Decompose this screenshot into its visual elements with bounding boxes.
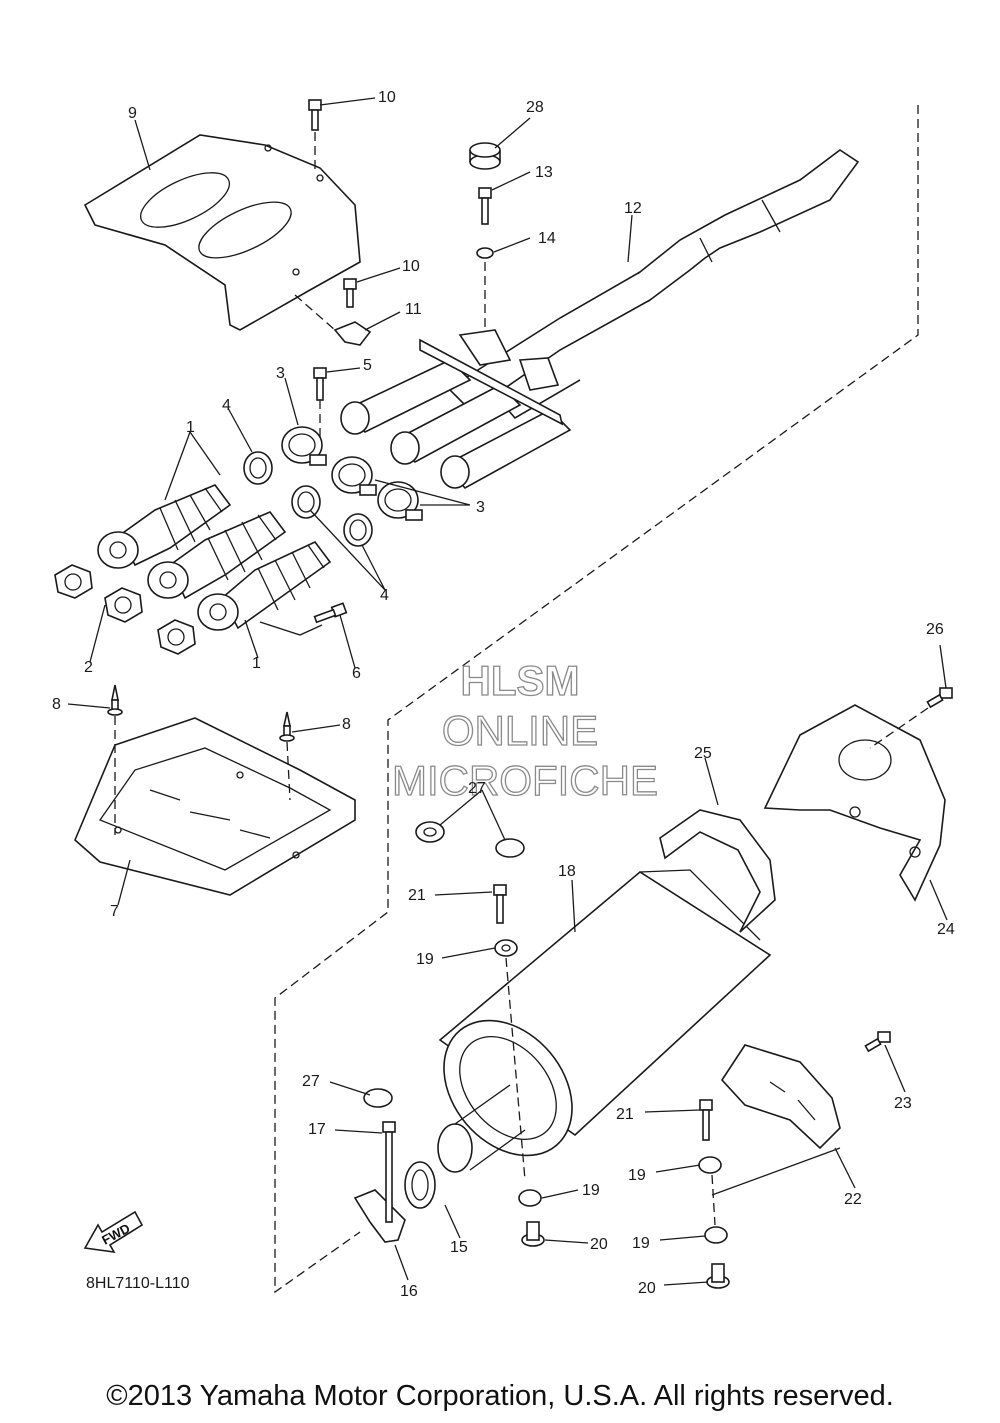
- muffler-cover-25: [659, 809, 776, 933]
- gasket-2-set: [54, 564, 196, 655]
- callout-10-upper: 10: [378, 89, 396, 106]
- callout-17: 17: [308, 1121, 326, 1138]
- exhaust-joint-1-a: [97, 484, 232, 569]
- cap-27-upper: [495, 838, 525, 858]
- collar-20-left: [521, 1221, 545, 1247]
- rivet-8-right: [279, 711, 295, 801]
- copyright-notice: ©2013 Yamaha Motor Corporation, U.S.A. A…: [106, 1380, 894, 1412]
- callout-23: 23: [894, 1095, 912, 1112]
- tail-pipe: [437, 1084, 526, 1173]
- damper-19-upper-left: [494, 939, 518, 957]
- callout-13: 13: [535, 164, 553, 181]
- damper-19-upper-right: [698, 1156, 722, 1174]
- forward-arrow-icon: FWD: [83, 1210, 144, 1254]
- callout-labels: 9 10 28 13 12 14 10 11 5 3 4 1 3 4 2 1 6…: [52, 89, 955, 1300]
- callout-19-upper-left: 19: [416, 951, 434, 968]
- callout-8-right: 8: [342, 716, 351, 733]
- fwd-label: FWD: [99, 1220, 132, 1247]
- watermark: HLSM ONLINE MICROFICHE: [391, 656, 658, 804]
- upper-heat-protector: [83, 134, 361, 331]
- callout-25: 25: [694, 745, 712, 762]
- callout-10-lower: 10: [402, 258, 420, 275]
- damper-19-lower-right: [704, 1226, 728, 1244]
- lower-heat-protector: [74, 717, 356, 896]
- callout-5: 5: [363, 357, 372, 374]
- callout-21-left: 21: [408, 887, 426, 904]
- callout-19-upper-right: 19: [628, 1167, 646, 1184]
- callout-28: 28: [526, 99, 544, 116]
- watermark-line-1: HLSM: [461, 657, 580, 704]
- exhaust-joint-1-c: [197, 541, 332, 631]
- callout-16: 16: [400, 1283, 418, 1300]
- watermark-line-2: ONLINE: [442, 707, 598, 754]
- callout-19-lower-right: 19: [632, 1235, 650, 1252]
- callout-20-right: 20: [638, 1280, 656, 1297]
- callout-8-left: 8: [52, 696, 61, 713]
- callout-4-lower: 4: [380, 587, 389, 604]
- callout-1-upper: 1: [186, 419, 195, 436]
- callout-3-upper: 3: [276, 365, 285, 382]
- callout-26: 26: [926, 621, 944, 638]
- callout-11: 11: [405, 301, 422, 318]
- grommet-27-upper: [415, 821, 445, 843]
- gasket-4-c: [343, 513, 373, 547]
- callout-15: 15: [450, 1239, 468, 1256]
- bolt-13: [478, 187, 492, 225]
- callout-22: 22: [844, 1191, 862, 1208]
- gasket-15: [404, 1161, 436, 1209]
- callout-27-lower: 27: [302, 1073, 320, 1090]
- washer-14: [476, 247, 494, 259]
- bolt-21-left: [493, 884, 507, 924]
- callout-24: 24: [937, 921, 955, 938]
- clamp-3-a: [281, 426, 327, 466]
- assembly-boundary: [274, 105, 919, 1294]
- callout-18: 18: [558, 863, 576, 880]
- callout-3-lower: 3: [476, 499, 485, 516]
- rivet-8-left: [107, 684, 123, 835]
- clamp-3-b: [331, 456, 377, 496]
- callout-2: 2: [84, 659, 93, 676]
- callout-9: 9: [128, 105, 137, 122]
- leader-lines: [67, 97, 948, 1286]
- bolt-23: [864, 1031, 891, 1053]
- callout-14: 14: [538, 230, 556, 247]
- callout-12: 12: [624, 200, 642, 217]
- clamp-3-c: [377, 481, 423, 521]
- bolt-21-right: [699, 1099, 713, 1141]
- bolt-17: [382, 1121, 396, 1223]
- cap-28: [469, 142, 501, 170]
- watermark-line-3: MICROFICHE: [392, 757, 658, 804]
- bolt-5: [313, 367, 327, 440]
- bolt-6: [313, 602, 348, 624]
- callout-7: 7: [110, 903, 119, 920]
- callout-4-upper: 4: [222, 397, 231, 414]
- callout-19-lower-left: 19: [582, 1182, 600, 1199]
- collar-20-right: [706, 1263, 730, 1289]
- callout-21-right: 21: [616, 1106, 634, 1123]
- clamp-16: [353, 1189, 406, 1243]
- exhaust-joint-1-b: [147, 511, 287, 600]
- bracket-11: [333, 321, 372, 346]
- bolt-10-lower: [343, 278, 357, 308]
- callout-6: 6: [352, 665, 361, 682]
- cap-27-lower: [363, 1088, 393, 1108]
- gasket-4-a: [243, 451, 273, 485]
- exhaust-pipe-assembly: [340, 149, 860, 490]
- bracket-22: [720, 1044, 841, 1150]
- callout-27-upper: 27: [468, 780, 486, 797]
- callout-1-lower: 1: [252, 655, 261, 672]
- muffler-18: [438, 869, 772, 1157]
- callout-20-left: 20: [590, 1236, 608, 1253]
- damper-19-lower-left: [518, 1189, 542, 1207]
- bolt-10-upper: [308, 99, 322, 170]
- muffler-end-cover-24: [763, 704, 946, 902]
- diagram-code: 8HL7110-L110: [86, 1275, 190, 1292]
- gasket-4-b: [291, 485, 321, 519]
